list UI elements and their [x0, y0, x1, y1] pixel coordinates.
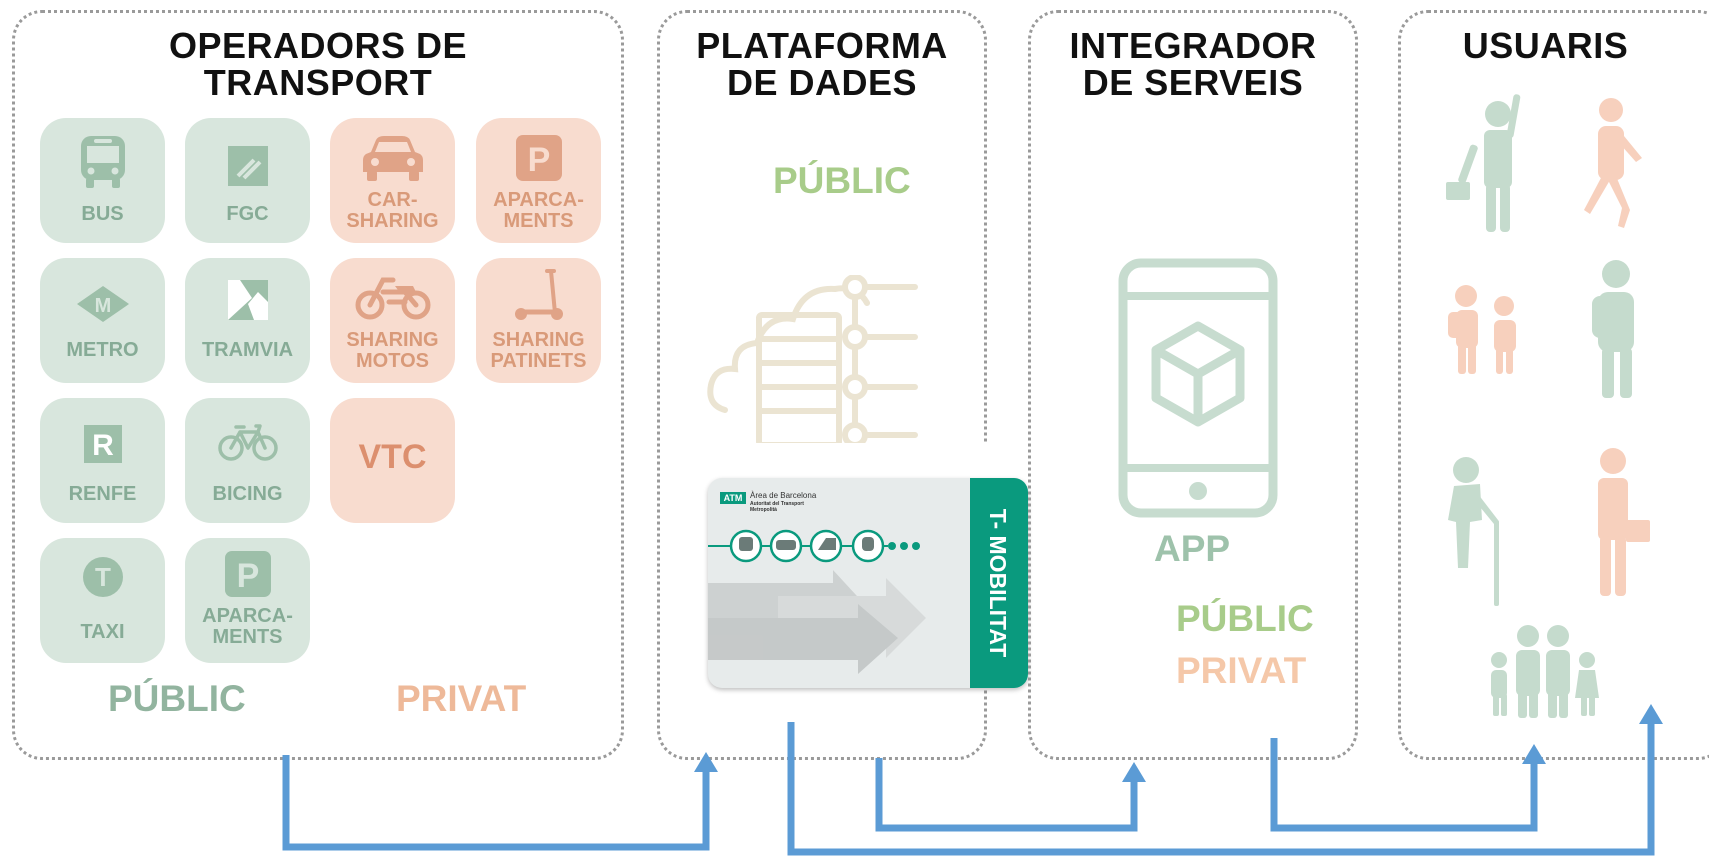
integrator-title: INTEGRADOR DE SERVEIS — [1069, 25, 1317, 103]
tile-label: FGC — [226, 203, 269, 225]
bus-icon — [80, 136, 125, 188]
card-org-line2: Autoritat del Transport — [750, 501, 804, 507]
children-icon — [1448, 285, 1516, 374]
tramvia-icon — [227, 280, 268, 320]
taxi-icon: T — [82, 557, 123, 597]
operators-public-label: PÚBLIC — [108, 678, 246, 719]
integrator-public-label: PÚBLIC — [1176, 598, 1314, 639]
walker-icon — [1584, 98, 1642, 228]
tile-label: METRO — [66, 339, 139, 361]
t-mobilitat-card: T- MOBILITAT ATM Àrea de Barcelona Autor… — [708, 478, 1028, 688]
tile-label: BUS — [81, 203, 124, 225]
tile-bus: BUS — [40, 118, 165, 243]
tile-label: CAR- SHARING — [346, 189, 439, 232]
arrow-operators-to-platform — [282, 755, 710, 851]
svg-text:P: P — [236, 557, 259, 595]
backpacker-icon — [1592, 260, 1634, 398]
moto-icon — [355, 277, 430, 320]
scooter-icon — [514, 269, 563, 320]
tile-sharing-motos: SHARING MOTOS — [330, 258, 455, 383]
tile-label: APARCA- MENTS — [202, 605, 293, 648]
businessman-icon — [1446, 94, 1521, 232]
tile-label: TRAMVIA — [201, 339, 294, 361]
smartphone-icon — [1118, 258, 1278, 518]
tile-label: SHARING MOTOS — [346, 329, 439, 372]
app-label: APP — [1154, 528, 1231, 569]
bicycle-icon — [217, 424, 278, 461]
svg-text:R: R — [92, 429, 114, 462]
svg-text:P: P — [527, 141, 550, 179]
card-org-line3: Metropolità — [750, 507, 777, 513]
family-icon — [1491, 625, 1599, 718]
renfe-icon: R — [83, 425, 122, 463]
tile-label: APARCA- MENTS — [493, 189, 584, 232]
tile-vtc: VTC — [330, 398, 455, 523]
tile-label: BICING — [212, 483, 283, 505]
parking-icon: P — [515, 135, 562, 181]
arrow-platform-to-integrator — [875, 758, 1138, 832]
tile-label: RENFE — [68, 483, 137, 505]
tile-tramvia: TRAMVIA — [185, 258, 310, 383]
tile-taxi: T TAXI — [40, 538, 165, 663]
card-title: T- MOBILITAT — [985, 508, 1011, 658]
vtc-label: VTC — [358, 438, 427, 476]
arrowhead — [1122, 762, 1146, 782]
tile-sharing-patinets: SHARING PATINETS — [476, 258, 601, 383]
tile-metro: M METRO — [40, 258, 165, 383]
elderly-icon — [1448, 457, 1499, 606]
tile-parking-private: P APARCA- MENTS — [476, 118, 601, 243]
tile-parking-public: P APARCA- MENTS — [185, 538, 310, 663]
platform-public-label: PÚBLIC — [773, 160, 911, 201]
card-org-line1: Àrea de Barcelona — [750, 491, 817, 500]
card-mask — [700, 443, 1030, 483]
users-illustration — [1446, 94, 1650, 718]
parking-icon: P — [224, 551, 271, 597]
tile-bicing: BICING — [185, 398, 310, 523]
tile-car-sharing: CAR- SHARING — [330, 118, 455, 243]
tile-label: SHARING PATINETS — [490, 329, 587, 372]
tile-label: TAXI — [80, 621, 125, 643]
car-icon — [362, 136, 423, 181]
card-stripe — [970, 478, 1028, 688]
metro-icon: M — [76, 286, 129, 322]
atm-logo: ATM — [720, 492, 746, 504]
operators-private-label: PRIVAT — [396, 678, 527, 719]
svg-text:M: M — [94, 295, 111, 317]
tile-fgc: FGC — [185, 118, 310, 243]
platform-title: PLATAFORMA DE DADES — [696, 25, 948, 103]
fgc-icon — [227, 146, 268, 186]
integrator-private-label: PRIVAT — [1176, 650, 1307, 691]
worker-icon — [1598, 448, 1650, 596]
database-cloud-icon — [705, 275, 945, 445]
operators-title: OPERADORS DE TRANSPORT — [168, 25, 468, 103]
svg-text:T: T — [95, 562, 111, 592]
tile-renfe: R RENFE — [40, 398, 165, 523]
card-transport-icons — [708, 529, 926, 674]
users-title: USUARIS — [1462, 25, 1629, 66]
